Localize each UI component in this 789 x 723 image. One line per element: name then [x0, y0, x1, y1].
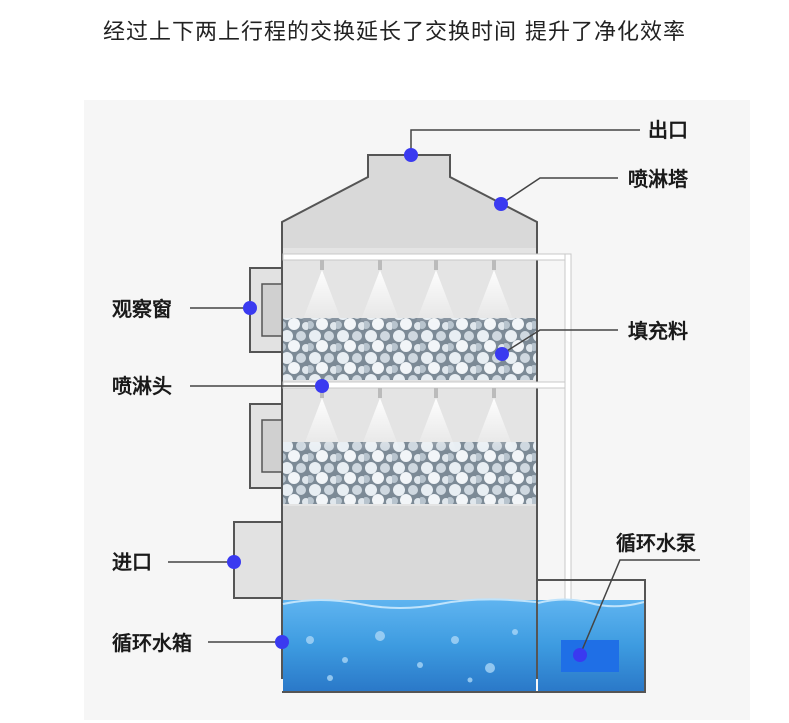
- label-nozzle: 喷淋头: [112, 374, 172, 398]
- packing-layer-lower: [283, 442, 536, 504]
- spray-nozzles-upper: [302, 260, 514, 322]
- packing-layer-upper: [283, 318, 536, 380]
- label-packing: 填充料: [628, 319, 688, 343]
- leader-outlet: [410, 129, 640, 155]
- marker-tower: [494, 197, 508, 211]
- marker-outlet: [404, 148, 418, 162]
- marker-window: [243, 301, 257, 315]
- label-inlet: 进口: [112, 550, 152, 574]
- label-tower: 喷淋塔: [628, 167, 689, 191]
- circulation-pump: [561, 640, 619, 672]
- leader-packing: [501, 329, 618, 355]
- leader-pump: [579, 559, 700, 656]
- tank-water: [283, 600, 536, 692]
- marker-packing: [495, 347, 509, 361]
- leader-tower: [500, 177, 618, 205]
- inlet-duct: [233, 521, 283, 599]
- marker-nozzle: [315, 379, 329, 393]
- spray-pipe-upper: [282, 253, 572, 261]
- marker-inlet: [227, 555, 241, 569]
- label-tank: 循环水箱: [112, 631, 192, 655]
- marker-tank: [275, 635, 289, 649]
- label-outlet: 出口: [648, 118, 688, 142]
- label-pump: 循环水泵: [616, 531, 696, 555]
- headline: 经过上下两上行程的交换延长了交换时间 提升了净化效率: [103, 20, 686, 45]
- water-bubbles: [306, 629, 518, 683]
- marker-pump: [573, 648, 587, 662]
- label-window: 观察窗: [112, 297, 172, 321]
- riser-pipe: [564, 253, 572, 647]
